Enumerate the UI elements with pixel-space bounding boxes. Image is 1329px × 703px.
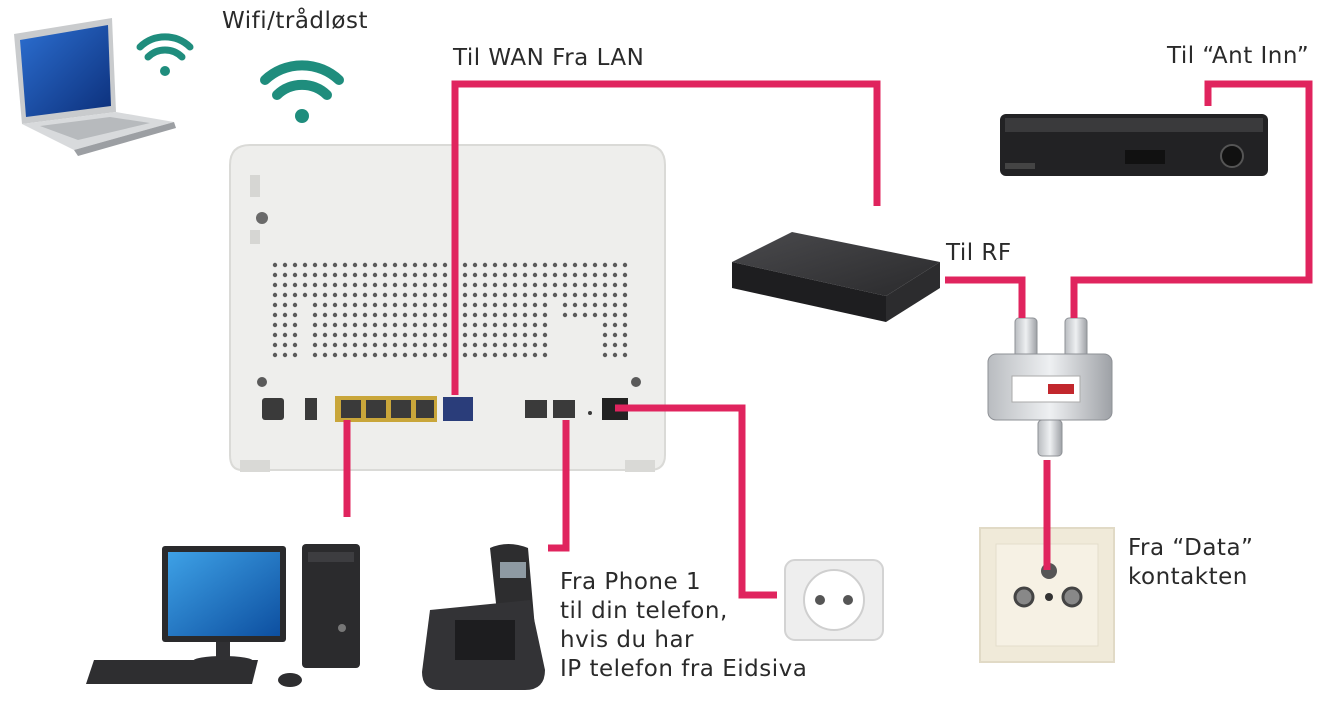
phone-line: til din telefon, bbox=[560, 598, 728, 624]
data-contact-label: Fra “Data” kontakten bbox=[1128, 534, 1253, 592]
cable-power bbox=[615, 404, 777, 599]
cable-wan-lan bbox=[451, 80, 881, 395]
wall-socket-icon bbox=[979, 527, 1115, 663]
cable-ant-inn bbox=[1070, 80, 1313, 318]
router-icon bbox=[229, 144, 666, 472]
tv-receiver-icon bbox=[1000, 114, 1268, 176]
desktop-computer-icon bbox=[86, 544, 360, 687]
phone-line: IP telefon fra Eidsiva bbox=[560, 656, 808, 682]
cable-rf bbox=[945, 276, 1026, 318]
cordless-phone-icon bbox=[422, 544, 545, 690]
wifi-label: Wifi/trådløst bbox=[222, 8, 368, 34]
cable-phone bbox=[548, 420, 570, 552]
phone-line: hvis du har bbox=[560, 627, 694, 653]
laptop-icon bbox=[14, 18, 176, 156]
phone-label: Fra Phone 1 til din telefon, hvis du har… bbox=[560, 568, 807, 684]
rf-label: Til RF bbox=[946, 240, 1012, 266]
wan-lan-label: Til WAN Fra LAN bbox=[453, 45, 645, 71]
wifi-icon bbox=[136, 33, 194, 76]
ant-inn-label: Til “Ant Inn” bbox=[1167, 43, 1310, 69]
data-contact-line: kontakten bbox=[1128, 564, 1248, 590]
cables bbox=[343, 80, 1313, 599]
decoder-box-icon bbox=[732, 232, 940, 322]
phone-line: Fra Phone 1 bbox=[560, 569, 702, 595]
data-contact-line: Fra “Data” bbox=[1128, 535, 1254, 561]
power-outlet-icon bbox=[784, 559, 884, 641]
splitter-icon bbox=[987, 317, 1113, 457]
wifi-icon bbox=[260, 60, 344, 123]
